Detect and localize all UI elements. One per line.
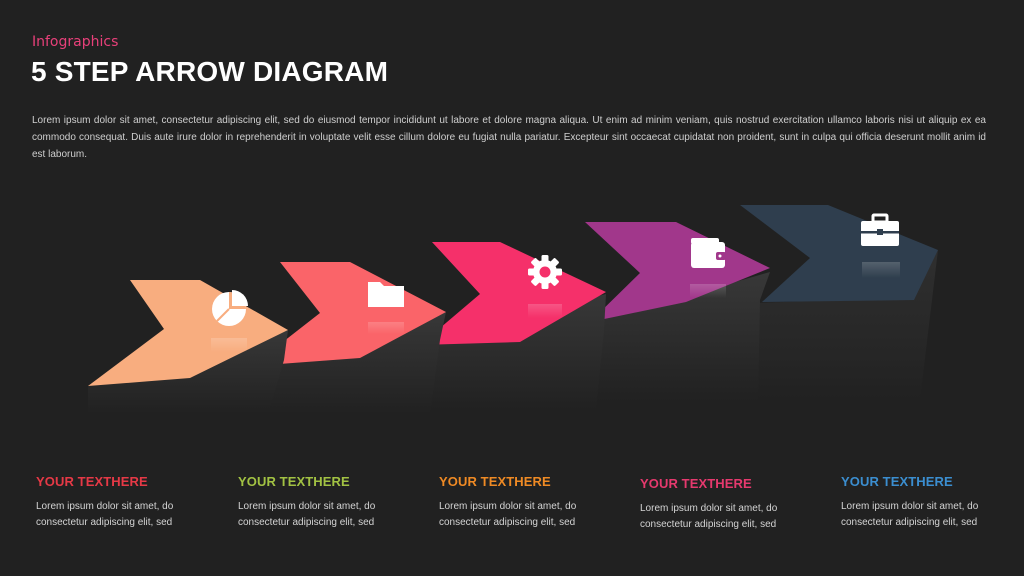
step-5-text: Lorem ipsum dolor sit amet, do consectet… (841, 501, 979, 528)
arrow-step-5 (740, 205, 938, 400)
arrow-step-3 (420, 242, 606, 410)
step-3-heading: YOUR TEXTHERE (439, 474, 551, 489)
page-title: 5 STEP ARROW DIAGRAM (31, 56, 389, 87)
wallet-icon (691, 238, 726, 268)
step-4-caption: YOUR TEXTHERE Lorem ipsum dolor sit amet… (640, 476, 808, 533)
folder-icon (368, 282, 404, 307)
gear-icon (528, 255, 562, 289)
arrow-step-3-top (420, 242, 606, 345)
step-2-caption: YOUR TEXTHERE Lorem ipsum dolor sit amet… (238, 474, 406, 531)
step-1-caption: YOUR TEXTHERE Lorem ipsum dolor sit amet… (36, 474, 204, 531)
arrow-step-2 (252, 262, 446, 414)
step-3-text: Lorem ipsum dolor sit amet, do consectet… (439, 501, 577, 528)
step-2-text: Lorem ipsum dolor sit amet, do consectet… (238, 501, 376, 528)
step-1-heading: YOUR TEXTHERE (36, 474, 148, 489)
step-5-caption: YOUR TEXTHERE Lorem ipsum dolor sit amet… (841, 474, 1009, 531)
arrow-step-5-top (740, 205, 938, 302)
step-4-heading: YOUR TEXTHERE (640, 476, 752, 491)
step-5-heading: YOUR TEXTHERE (841, 474, 953, 489)
pie-chart-icon (212, 290, 248, 326)
briefcase-icon (861, 213, 899, 246)
step-3-caption: YOUR TEXTHERE Lorem ipsum dolor sit amet… (439, 474, 607, 531)
step-2-heading: YOUR TEXTHERE (238, 474, 350, 489)
step-1-text: Lorem ipsum dolor sit amet, do consectet… (36, 501, 174, 528)
arrow-step-4 (585, 222, 770, 402)
eyebrow-label: Infographics (32, 34, 119, 50)
step-4-text: Lorem ipsum dolor sit amet, do consectet… (640, 503, 778, 530)
arrow-step-1 (88, 280, 288, 414)
intro-paragraph: Lorem ipsum dolor sit amet, consectetur … (32, 115, 986, 160)
